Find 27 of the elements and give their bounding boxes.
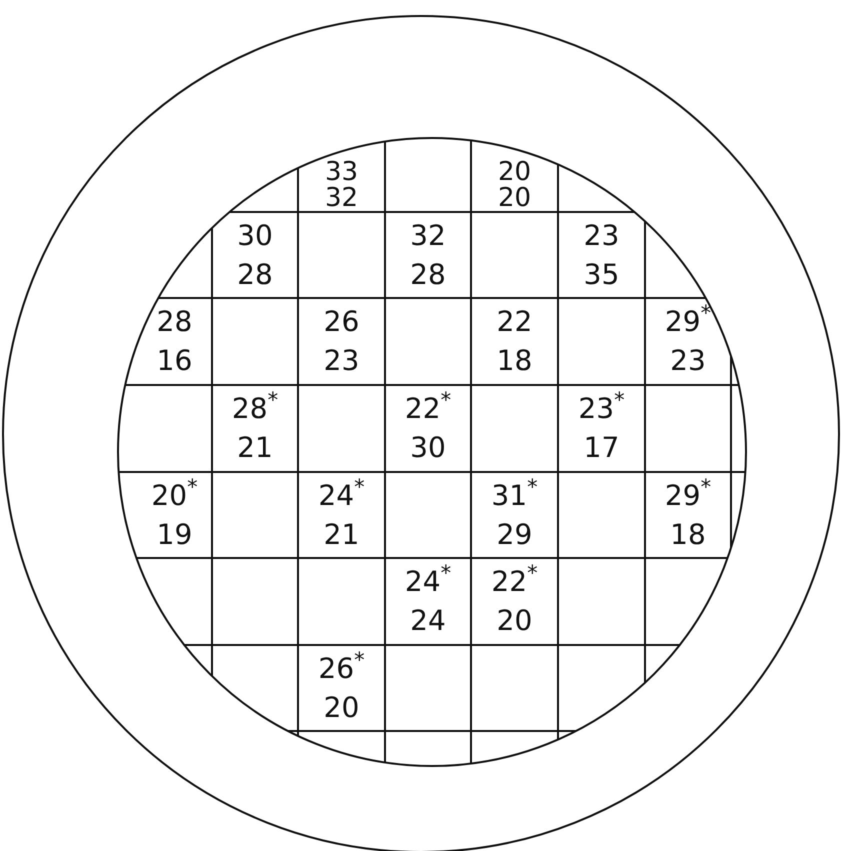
value-label: 29 <box>496 520 534 548</box>
value-label: 32 <box>409 222 447 250</box>
value-label: 23 <box>582 222 620 250</box>
value-label: 22 <box>496 308 534 336</box>
value-label: 28 <box>236 260 274 288</box>
value-label: 17 <box>582 434 620 462</box>
value-label: 16 <box>156 347 194 376</box>
value-label: 18 <box>496 347 534 376</box>
value-label: 20 <box>322 694 360 722</box>
value-label: 26 <box>322 308 360 336</box>
value-label: 35 <box>582 260 620 288</box>
value-label: 30 <box>236 222 274 250</box>
value-label: 20 <box>496 185 532 211</box>
value-label: 28 <box>156 308 194 336</box>
value-label: 19 <box>156 520 194 548</box>
value-label: 24 <box>409 607 447 636</box>
value-label: 23 <box>669 347 707 376</box>
value-label: 20 <box>496 159 532 185</box>
value-label: 18 <box>669 520 707 548</box>
value-label: 32 <box>324 185 360 211</box>
value-label: 21 <box>236 434 274 462</box>
value-label: 21 <box>322 520 360 548</box>
value-label: 23 <box>322 347 360 376</box>
value-label: 30 <box>409 434 447 462</box>
value-label: 20 <box>496 607 534 636</box>
value-label: 33 <box>324 159 360 185</box>
value-label: 28 <box>409 260 447 288</box>
